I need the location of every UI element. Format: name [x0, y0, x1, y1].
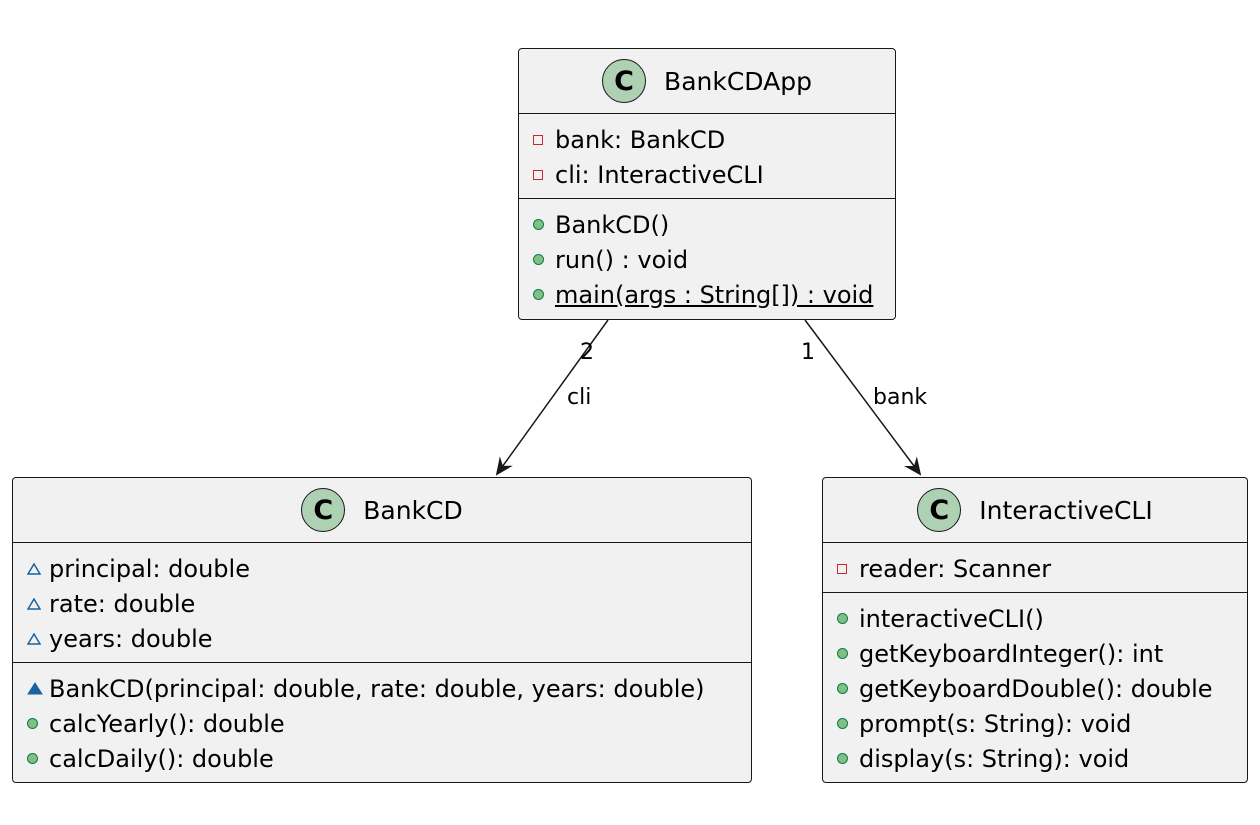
- multiplicity-cli: 2: [580, 340, 594, 365]
- public-visibility-icon: [533, 219, 555, 230]
- attributes-compartment: reader: Scanner: [823, 543, 1247, 593]
- attribute-row: bank: BankCD: [533, 122, 895, 157]
- association-line-cli[interactable]: [495, 319, 609, 476]
- method-row: calcYearly(): double: [27, 706, 751, 741]
- method-row: getKeyboardDouble(): double: [837, 671, 1247, 706]
- method-row: BankCD(): [533, 207, 895, 242]
- public-visibility-icon: [837, 753, 859, 764]
- attributes-compartment: principal: double rate: double years: do…: [13, 543, 751, 663]
- private-visibility-icon: [837, 563, 859, 574]
- methods-compartment: interactiveCLI() getKeyboardInteger(): i…: [823, 593, 1247, 782]
- public-visibility-icon: [27, 753, 49, 764]
- public-visibility-icon: [533, 254, 555, 265]
- role-label-cli: cli: [567, 385, 592, 410]
- method-row: interactiveCLI(): [837, 601, 1247, 636]
- method-row: run() : void: [533, 242, 895, 277]
- class-header-interactivecli: C InteractiveCLI: [823, 478, 1247, 543]
- package-visibility-icon: [27, 632, 49, 645]
- class-interactivecli[interactable]: C InteractiveCLI reader: Scanner interac…: [822, 477, 1248, 783]
- attributes-compartment: bank: BankCD cli: InteractiveCLI: [519, 114, 895, 199]
- public-visibility-icon: [27, 718, 49, 729]
- attribute-row: principal: double: [27, 551, 751, 586]
- method-row: getKeyboardInteger(): int: [837, 636, 1247, 671]
- method-row-static: main(args : String[]) : void: [533, 277, 895, 312]
- method-row: prompt(s: String): void: [837, 706, 1247, 741]
- class-name: BankCD: [363, 495, 463, 525]
- public-visibility-icon: [837, 683, 859, 694]
- private-visibility-icon: [533, 169, 555, 180]
- private-visibility-icon: [533, 134, 555, 145]
- role-label-bank: bank: [873, 385, 928, 410]
- public-visibility-icon: [837, 718, 859, 729]
- method-row: calcDaily(): double: [27, 741, 751, 776]
- class-stereotype-icon: C: [917, 488, 962, 532]
- class-name: InteractiveCLI: [979, 495, 1153, 525]
- attribute-row: cli: InteractiveCLI: [533, 157, 895, 192]
- methods-compartment: BankCD() run() : void main(args : String…: [519, 199, 895, 318]
- class-header-bankcd: C BankCD: [13, 478, 751, 543]
- multiplicity-bank: 1: [801, 340, 815, 365]
- class-bankcdapp[interactable]: C BankCDApp bank: BankCD cli: Interactiv…: [518, 48, 896, 320]
- method-row: BankCD(principal: double, rate: double, …: [27, 671, 751, 706]
- package-visibility-icon: [27, 597, 49, 610]
- package-visibility-icon: [27, 562, 49, 575]
- class-bankcd[interactable]: C BankCD principal: double rate: double …: [12, 477, 752, 783]
- attribute-row: reader: Scanner: [837, 551, 1247, 586]
- class-stereotype-icon: C: [301, 488, 346, 532]
- public-visibility-icon: [837, 648, 859, 659]
- association-line-bank[interactable]: [804, 319, 922, 476]
- class-name: BankCDApp: [664, 66, 812, 96]
- method-row: display(s: String): void: [837, 741, 1247, 776]
- attribute-row: rate: double: [27, 586, 751, 621]
- attribute-row: years: double: [27, 621, 751, 656]
- methods-compartment: BankCD(principal: double, rate: double, …: [13, 663, 751, 782]
- public-visibility-icon: [837, 613, 859, 624]
- package-visibility-filled-icon: [27, 682, 49, 695]
- public-visibility-icon: [533, 289, 555, 300]
- class-stereotype-icon: C: [602, 59, 647, 103]
- class-header-bankcdapp: C BankCDApp: [519, 49, 895, 114]
